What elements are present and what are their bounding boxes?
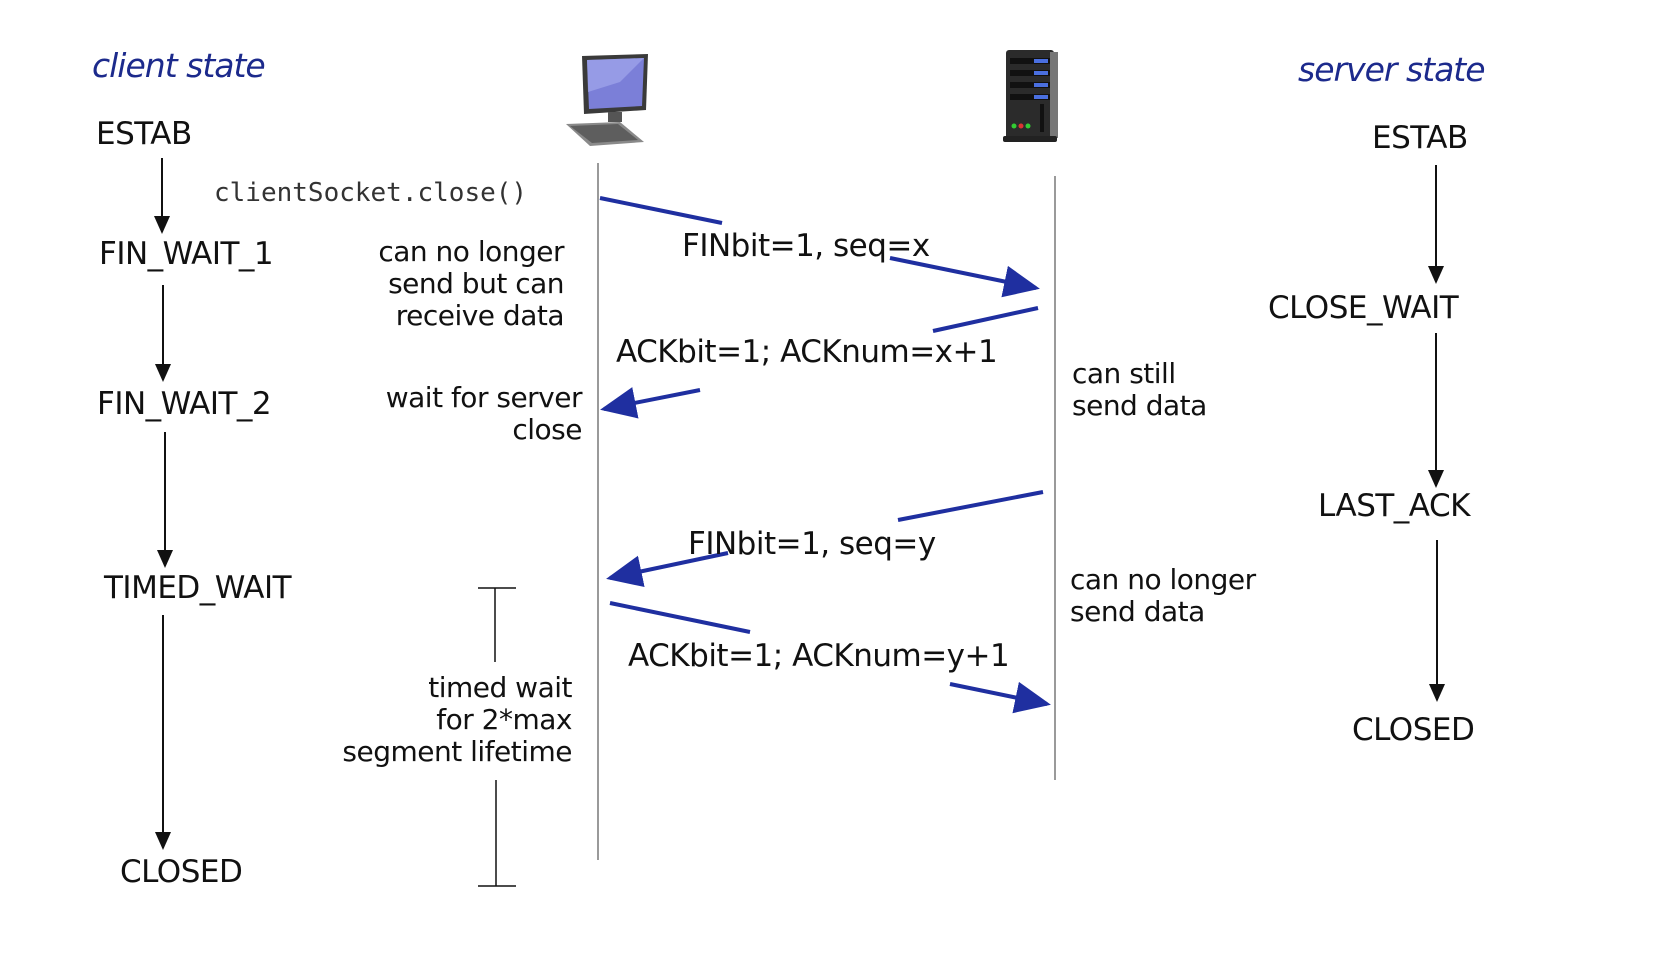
message-arrow-ack-y	[949, 681, 1051, 714]
client-state-estab: ESTAB	[96, 116, 192, 152]
message-arrow-fin-y	[606, 551, 729, 588]
note-line: send but can	[388, 267, 564, 300]
note-line: receive data	[395, 299, 565, 332]
message-arrow-fin-y	[897, 490, 1044, 522]
message-arrow-fin-x	[889, 256, 1040, 298]
client-state-closed: CLOSED	[120, 854, 243, 890]
server-state-estab: ESTAB	[1372, 120, 1468, 156]
message-label-fin-x: FINbit=1, seq=x	[682, 228, 930, 264]
note-line: send data	[1072, 389, 1207, 422]
message-label-ack-y: ACKbit=1; ACKnum=y+1	[628, 638, 1010, 674]
client-state-header: client state	[92, 46, 266, 85]
client-close-call: clientSocket.close()	[214, 178, 528, 208]
note-line: can no longer	[1070, 563, 1256, 596]
server-icon	[1000, 48, 1064, 144]
client-state-fin-wait-2: FIN_WAIT_2	[97, 386, 272, 422]
client-state-timed-wait: TIMED_WAIT	[104, 570, 292, 606]
note-last-ack: can no longer send data	[1070, 564, 1256, 628]
note-line: timed wait	[428, 671, 572, 704]
server-state-last-ack: LAST_ACK	[1318, 488, 1470, 524]
note-line: can no longer	[378, 235, 564, 268]
note-line: for 2*max	[436, 703, 572, 736]
note-fin-wait-1: can no longer send but can receive data	[378, 236, 564, 332]
message-arrow-ack-x	[600, 387, 701, 419]
note-line: segment lifetime	[342, 735, 572, 768]
server-state-close-wait: CLOSE_WAIT	[1268, 290, 1459, 326]
message-arrow-ack-x	[932, 306, 1039, 333]
note-line: can still	[1072, 357, 1176, 390]
server-state-closed: CLOSED	[1352, 712, 1475, 748]
note-line: close	[512, 413, 582, 446]
note-fin-wait-2: wait for server close	[385, 381, 583, 446]
computer-icon	[560, 52, 650, 148]
note-line: send data	[1070, 595, 1205, 628]
server-state-header: server state	[1298, 50, 1486, 89]
message-arrow-ack-y	[609, 601, 751, 634]
note-timed-wait: timed wait for 2*max segment lifetime	[342, 672, 572, 768]
message-label-ack-x: ACKbit=1; ACKnum=x+1	[616, 334, 998, 370]
note-line: wait for server	[385, 381, 583, 414]
note-close-wait: can still send data	[1072, 358, 1207, 422]
message-arrow-fin-x	[599, 196, 723, 225]
message-label-fin-y: FINbit=1, seq=y	[688, 526, 936, 562]
client-state-fin-wait-1: FIN_WAIT_1	[99, 236, 274, 272]
